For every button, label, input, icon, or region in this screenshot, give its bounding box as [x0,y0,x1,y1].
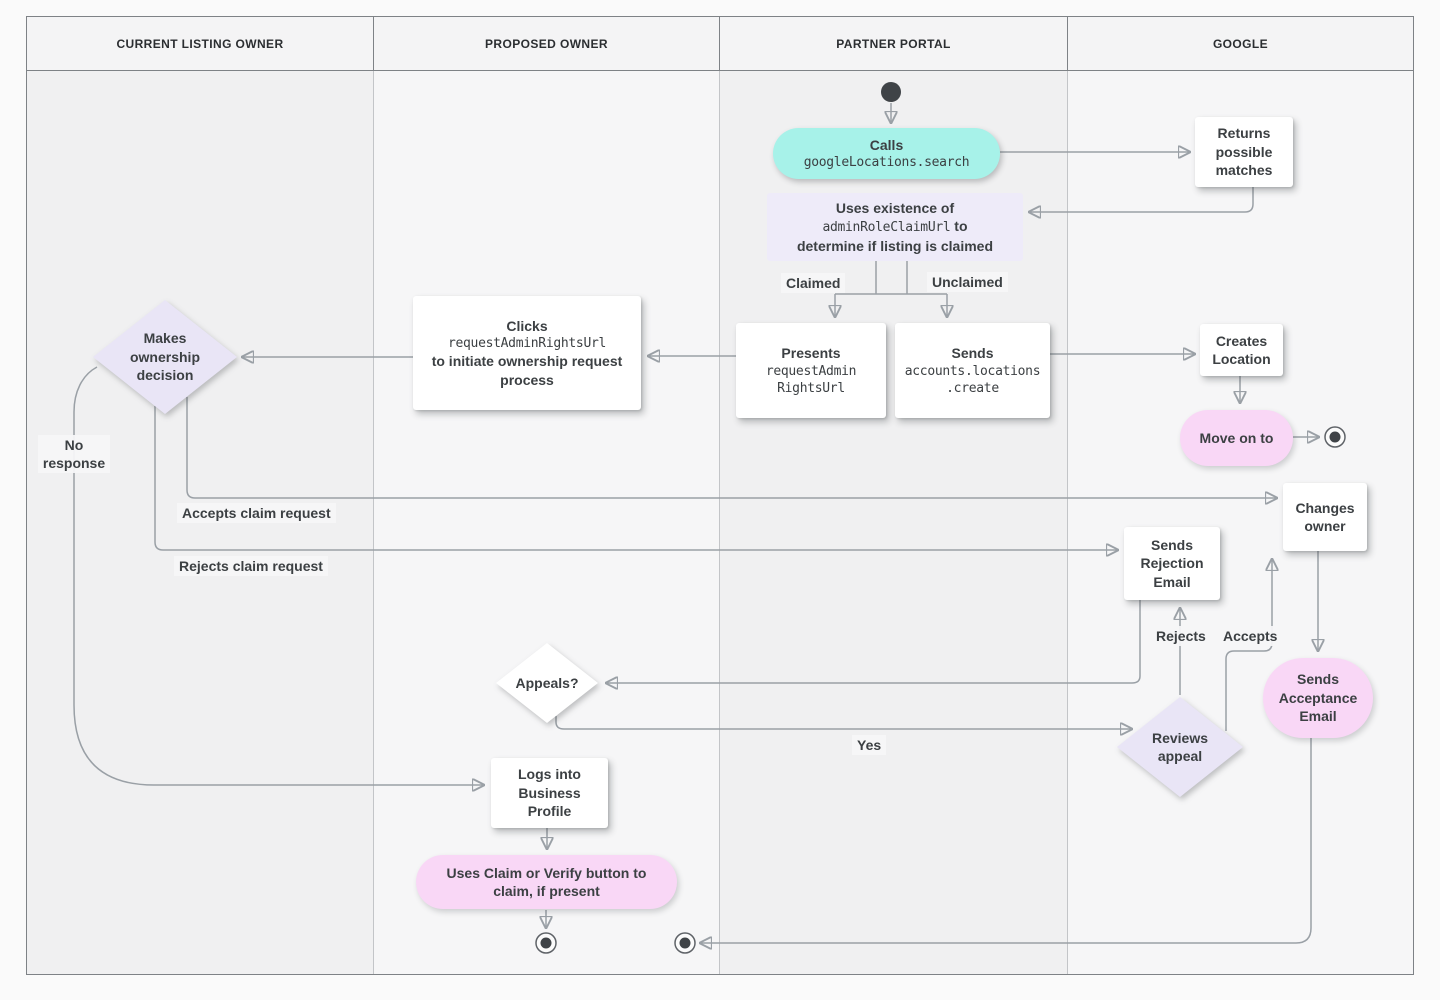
node-sends-accounts-locations-create: Sends accounts.locations .create [895,323,1050,418]
start-end-nodes [535,82,1346,954]
node-text: Returns possible matches [1215,125,1273,179]
edge-label-rejects: Rejects [1151,626,1211,647]
edge-label-claimed: Claimed [781,273,846,294]
decision-label: Makes ownership decision [129,330,200,384]
node-line2-suffix: to [950,218,968,235]
node-text: Sends Rejection Email [1140,536,1204,590]
lane-header-partner-portal: PARTNER PORTAL [720,17,1068,70]
code-accounts-locations: accounts.locations [904,363,1041,379]
node-title: Clicks [506,317,548,334]
node-uses-existence-adminroleclaimurl: Uses existence of adminRoleClaimUrl to d… [767,193,1023,261]
node-sends-acceptance-email: Sends Acceptance Email [1263,658,1373,738]
node-text: Changes owner [1295,499,1355,534]
final-node-acceptance [674,932,696,954]
code-adminroleclaimurl: adminRoleClaimUrl [822,220,951,236]
code-googlelocations-search: googleLocations.search [803,155,970,171]
edge-rejection-to-appeals [607,600,1141,683]
node-title: Sends [951,345,994,362]
edge-appeals-yes-to-reviews [555,716,1131,729]
node-text: Uses Claim or Verify button to claim, if… [446,864,647,899]
node-changes-owner: Changes owner [1283,483,1367,551]
code-create: .create [946,380,999,396]
node-text: Creates Location [1212,332,1271,367]
code-requestadmin: requestAdmin [765,363,857,379]
edges [73,103,1318,943]
edge-reviews-accepts-up [1225,560,1272,731]
lane-header-google: GOOGLE [1068,17,1413,70]
decision-reviews-appeal: Reviews appeal [1117,697,1243,797]
final-node-move-on [1324,426,1346,448]
node-sends-rejection-email: Sends Rejection Email [1124,527,1220,600]
node-logs-into-business-profile: Logs into Business Profile [491,758,608,828]
decision-label: Appeals? [515,674,579,691]
node-returns-possible-matches: Returns possible matches [1195,117,1293,187]
lane-header-row: CURRENT LISTING OWNER PROPOSED OWNER PAR… [27,17,1413,71]
node-uses-claim-or-verify-button: Uses Claim or Verify button to claim, if… [416,855,677,909]
node-move-on-to: Move on to [1180,410,1293,466]
edge-label-no-response: No response [38,435,110,474]
edge-label-unclaimed: Unclaimed [927,272,1008,293]
code-rightsurl: RightsUrl [777,380,845,396]
node-creates-location: Creates Location [1200,324,1283,376]
final-node-claim [535,932,557,954]
node-title: Presents [781,345,841,362]
start-node [881,82,901,102]
edge-acceptance-to-final [701,738,1312,943]
edge-rejects-claim [154,406,1117,550]
edge-label-accepts: Accepts [1218,626,1283,647]
node-text: Logs into Business Profile [518,766,581,820]
edge-returns-to-uses [1030,187,1254,212]
node-line2: adminRoleClaimUrl to [822,217,967,236]
decision-label: Reviews appeal [1151,729,1209,764]
node-text: Sends Acceptance Email [1278,671,1358,725]
node-text: Move on to [1199,429,1274,446]
edge-label-yes: Yes [852,735,887,756]
lane-header-proposed-owner: PROPOSED OWNER [374,17,720,70]
node-line1: Uses existence of [835,199,955,216]
edge-no-response [73,366,483,785]
decision-appeals: Appeals? [496,643,598,723]
edge-label-accepts-claim-request: Accepts claim request [177,503,336,524]
code-requestadminrightsurl: requestAdminRightsUrl [447,336,607,352]
node-line3: determine if listing is claimed [796,237,994,254]
node-clicks-requestadminrightsurl: Clicks requestAdminRightsUrl to initiate… [413,296,641,410]
edge-label-rejects-claim-request: Rejects claim request [174,556,328,577]
lane-header-current-listing-owner: CURRENT LISTING OWNER [27,17,374,70]
edge-accepts-claim [186,397,1276,498]
edge-branch-stems [835,261,947,295]
decision-makes-ownership-decision: Makes ownership decision [93,300,237,414]
node-calls-googlelocations-search: Calls googleLocations.search [773,128,1000,179]
node-presents-requestadminrightsurl: Presents requestAdmin RightsUrl [736,323,886,418]
node-title: Calls [869,136,904,153]
node-rest: to initiate ownership request process [431,353,623,388]
